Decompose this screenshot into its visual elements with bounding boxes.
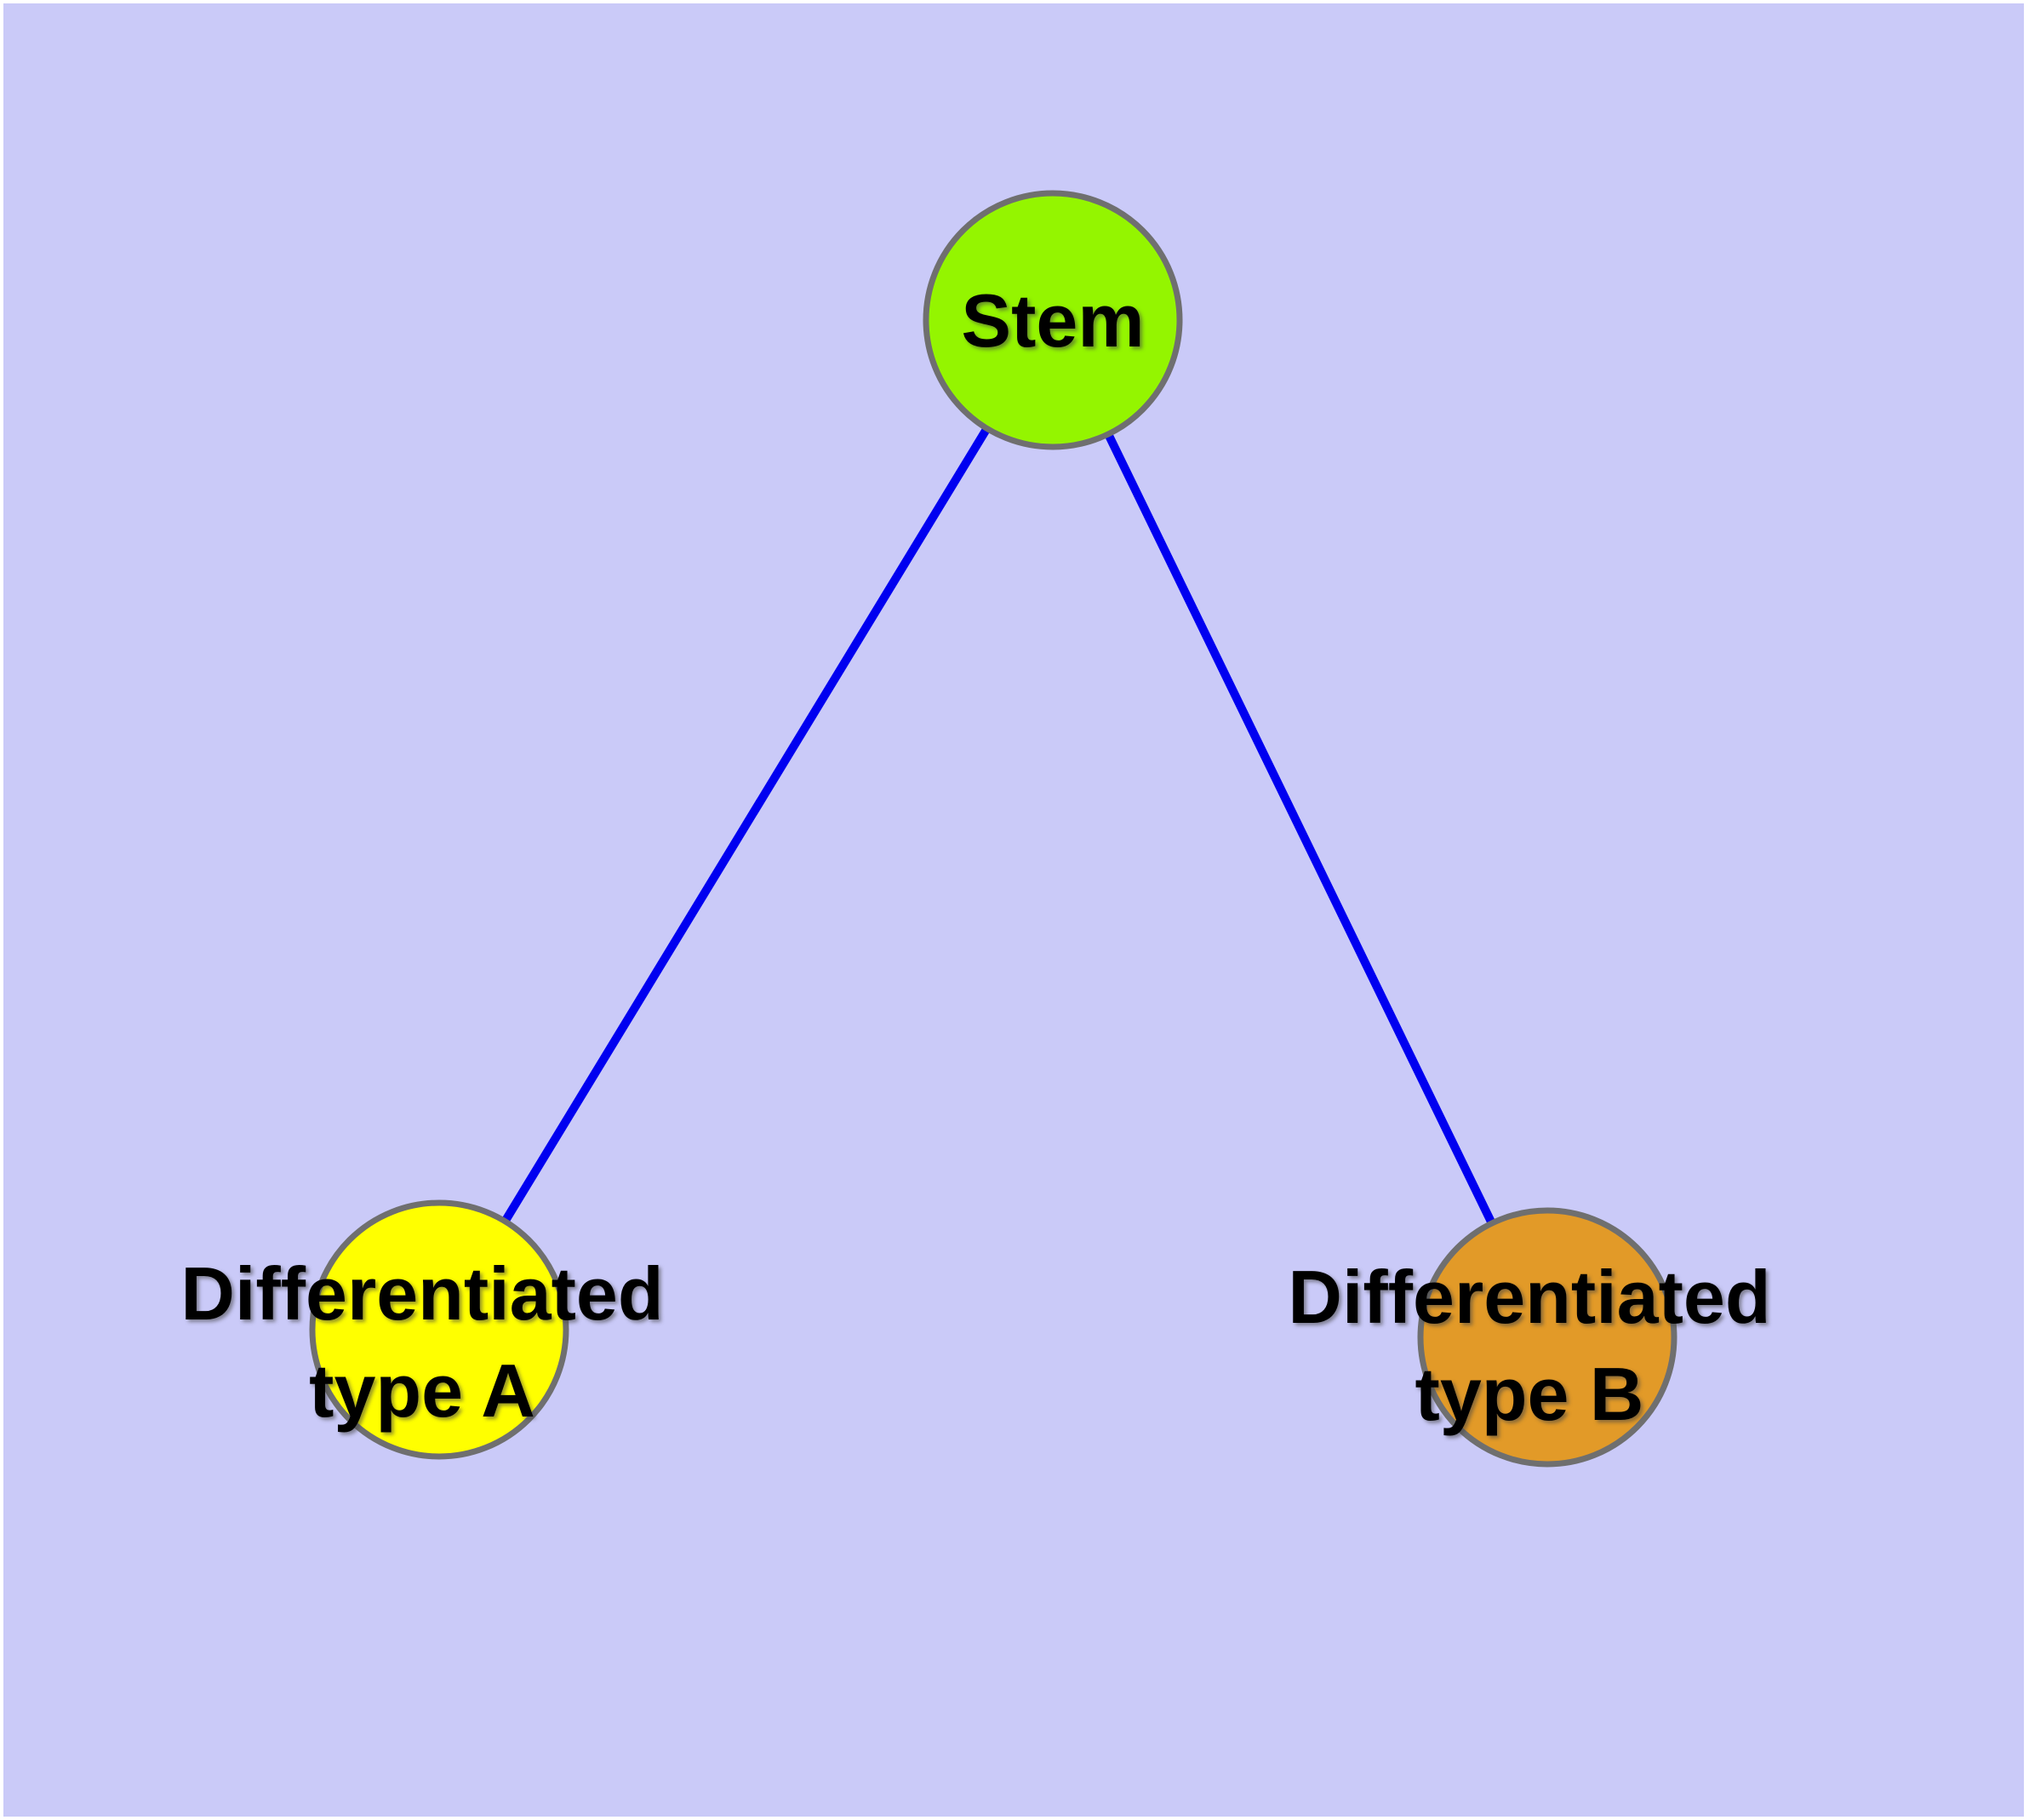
type-a-label-line1: Differentiated (180, 1251, 664, 1336)
type-b-label-line1: Differentiated (1288, 1255, 1771, 1339)
stem-node-label: Stem (961, 278, 1145, 363)
edge-stem-to-type-a (435, 318, 1057, 1332)
type-b-node-label: Differentiated type B (1288, 1249, 1770, 1443)
type-a-node-label: Differentiated type A (180, 1245, 663, 1439)
stem-node-circle (923, 190, 1183, 450)
type-a-node-circle (309, 1199, 569, 1460)
type-b-node-circle (1417, 1207, 1677, 1468)
type-b-label-line2: type B (1415, 1352, 1644, 1436)
edge-stem-to-type-b (1049, 318, 1552, 1340)
type-a-label-line2: type A (309, 1348, 535, 1433)
